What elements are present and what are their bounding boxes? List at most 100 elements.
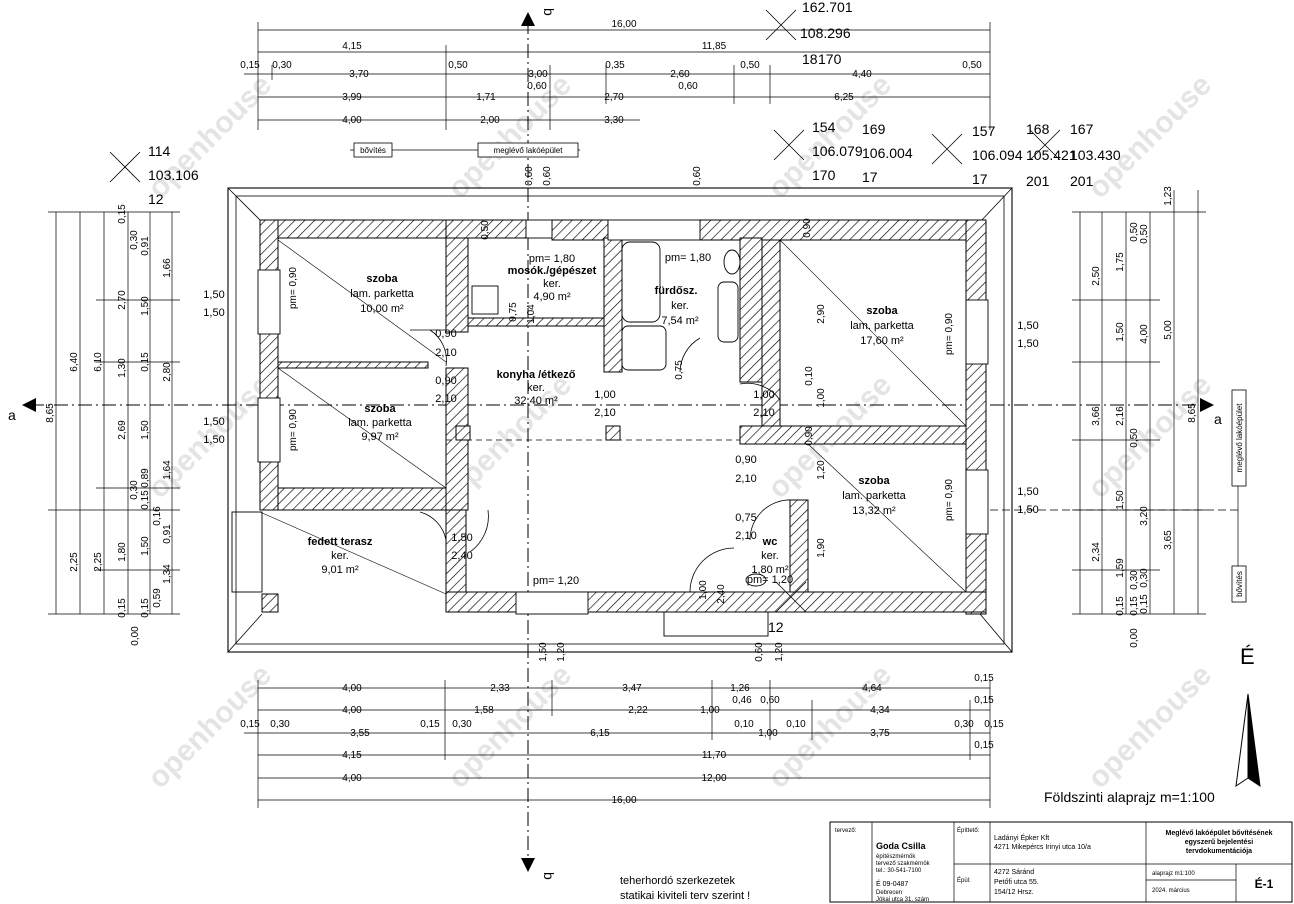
opening-text: 2,10 — [753, 407, 774, 419]
dim-text: 0,15 — [240, 60, 260, 71]
dim-text: 0,60 — [527, 81, 547, 92]
dim-text: 2,70 — [117, 290, 128, 310]
sheet-title: Földszinti alaprajz m=1:100 — [1044, 789, 1215, 805]
opening-text: 0,90 — [735, 454, 756, 466]
survey-text: 170 — [818, 51, 842, 67]
tb-designer-tel: tel.: 30-541-7100 — [876, 868, 922, 874]
section-mark-a-right: a — [1214, 411, 1222, 427]
roof-eave-outline — [227, 187, 1013, 653]
dim-text: 2,22 — [628, 705, 648, 716]
opening-text: 1,50 — [1017, 504, 1038, 516]
dim-text: 0,15 — [974, 695, 994, 706]
room-floor: ker. — [761, 550, 779, 562]
existing-label: meglévő lakóépület — [494, 146, 564, 155]
watermark: openhouse — [762, 658, 898, 794]
room-pm: pm= 1,80 — [665, 252, 711, 264]
opening-text: 0,75 — [674, 360, 685, 380]
terrace-step — [231, 511, 263, 593]
dim-text: 0,15 — [140, 490, 151, 510]
room-name: fedett terasz — [308, 536, 373, 548]
dim-text: 1,34 — [162, 564, 173, 584]
existing-label-box-right — [1231, 389, 1247, 487]
dim-text: 2,34 — [1091, 542, 1102, 562]
opening-text: 1,50 — [203, 307, 224, 319]
dim-text: 2,16 — [1115, 406, 1126, 426]
section-mark-a-left: a — [8, 407, 16, 423]
dim-text: 0,30 — [452, 719, 472, 730]
dim-text: 0,50 — [1129, 222, 1140, 242]
section-arrow-b-bottom — [521, 858, 535, 872]
wall-top-left — [259, 219, 449, 239]
dim-text: 2,00 — [480, 115, 500, 126]
window-right-2 — [965, 469, 989, 535]
tb-project-3: tervdokumentációja — [1186, 848, 1252, 855]
vertical-opening-labels: 0,60 0,60 0,60 0,50 0,75 0,75 1,04 2,90 … — [288, 166, 955, 662]
opening-text: 0,90 — [435, 375, 456, 387]
tb-client-label: Építtető: — [957, 827, 980, 834]
dim-text: 3,66 — [1091, 406, 1102, 426]
dim-text: 0,30 — [954, 719, 974, 730]
dim-text: 1,50 — [1115, 490, 1126, 510]
survey-text: 12 — [148, 191, 164, 207]
dim-text: 16,00 — [611, 19, 636, 30]
tb-site-label: Épül: — [957, 877, 971, 884]
dim-text: 0,00 — [1129, 628, 1140, 648]
dim-text: 0,15 — [420, 719, 440, 730]
door-swings — [410, 329, 793, 593]
dim-text: 3,20 — [1139, 506, 1150, 526]
dim-text: 1,50 — [140, 296, 151, 316]
dim-text: 0,30 — [270, 719, 290, 730]
window-top-small — [525, 219, 553, 239]
room-floor: ker. — [671, 300, 689, 312]
wall-lower-left — [445, 509, 467, 593]
opening-text: 0,50 — [480, 220, 491, 240]
dim-text: 0,00 — [130, 626, 141, 646]
room-diagonals — [259, 239, 967, 595]
wall-right — [965, 219, 987, 615]
section-mark-b-top: b — [541, 8, 557, 16]
structural-note-2: statikai kiviteli terv szerint ! — [620, 890, 750, 902]
room-floor: ker. — [527, 382, 545, 394]
dim-text: 6,40 — [69, 352, 80, 372]
dim-text: 8,65 — [45, 403, 56, 423]
opening-text: 1,90 — [816, 538, 827, 558]
opening-text: 0,60 — [692, 166, 703, 186]
roof-eave-inner — [235, 195, 1005, 645]
opening-text: 1,50 — [451, 532, 472, 544]
section-arrow-a-right — [1200, 398, 1214, 412]
opening-text: 2,10 — [735, 530, 756, 542]
dim-text: 2,50 — [1091, 266, 1102, 286]
opening-text: 1,50 — [1017, 320, 1038, 332]
opening-text: 1,04 — [526, 304, 537, 324]
room-area: 13,32 m² — [852, 505, 896, 517]
opening-text: 0,75 — [508, 302, 519, 322]
dim-text: 2,25 — [69, 552, 80, 572]
opening-text: 2,10 — [435, 393, 456, 405]
opening-text: 2,10 — [594, 407, 615, 419]
dim-text: 2,70 — [604, 92, 624, 103]
survey-marks: 114 103.106 12 154 106.079 170 169 106.0… — [109, 0, 1121, 635]
tb-project-1: Meglévő lakóépület bővítésének — [1166, 830, 1273, 837]
window-bottom-1 — [515, 591, 589, 615]
dim-text: 0,15 — [974, 673, 994, 684]
opening-text: 0,90 — [435, 328, 456, 340]
opening-text: 0,60 — [524, 166, 535, 186]
opening-text: 0,60 — [754, 642, 765, 662]
shower-tray — [621, 325, 667, 371]
survey-text: 169 — [862, 121, 886, 137]
left-dims: 8,65 6,40 2,25 6,10 2,25 0,15 0,30 2,70 … — [45, 204, 173, 646]
dim-text: 1,00 — [700, 705, 720, 716]
room-name: konyha /étkező — [497, 369, 576, 381]
dim-text: 0,60 — [760, 695, 780, 706]
tb-designer-role: építészmérnök — [876, 854, 916, 860]
dim-text: 4,00 — [1139, 324, 1150, 344]
dim-text: 0,46 — [732, 695, 752, 706]
washing-machine — [471, 285, 499, 315]
windows — [257, 219, 989, 615]
opening-text: 1,20 — [774, 642, 785, 662]
title-block: tervező: Goda Csilla építészmérnök terve… — [829, 821, 1293, 903]
dim-text: 3,00 — [528, 69, 548, 80]
entrance-step — [663, 611, 769, 637]
dim-text: 0,50 — [740, 60, 760, 71]
opening-text: 0,90 — [804, 426, 815, 446]
